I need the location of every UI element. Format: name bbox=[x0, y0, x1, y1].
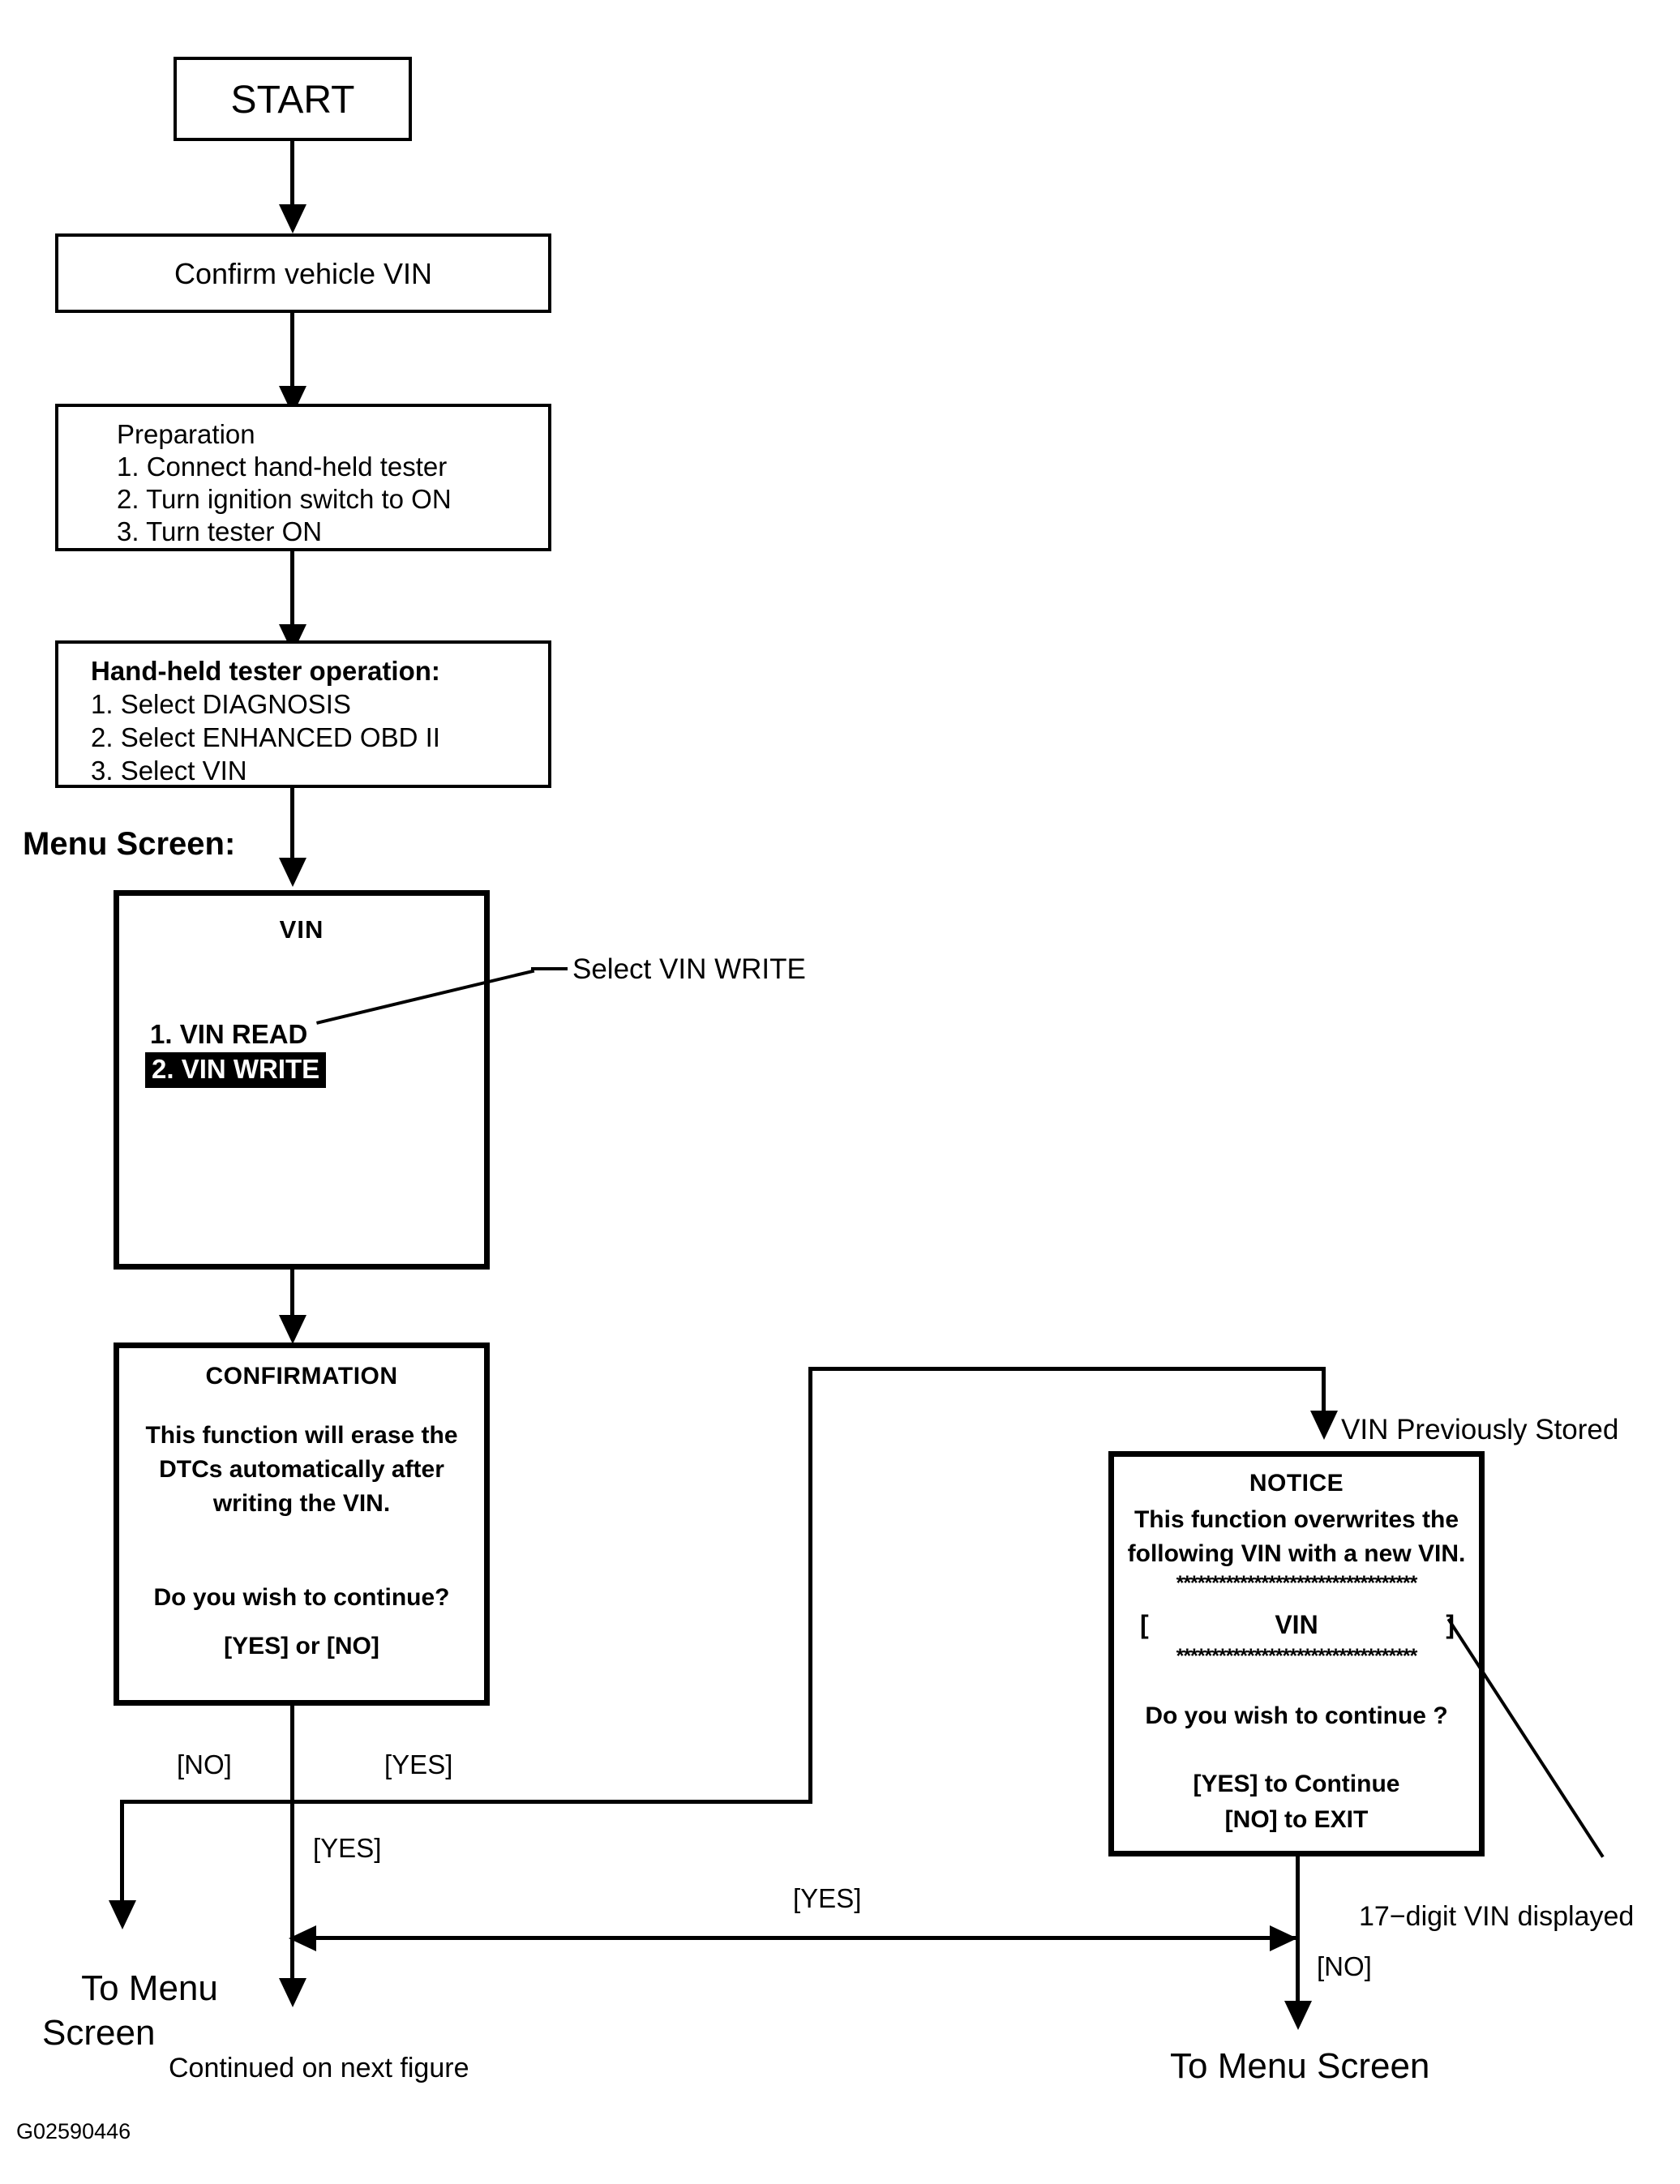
node-notice-screen: NOTICE This function overwrites the foll… bbox=[1108, 1451, 1485, 1856]
arrow-down-icon bbox=[1310, 1411, 1338, 1440]
callout-leader-select-vin-write-horizontal bbox=[531, 967, 568, 970]
notice-body-line-1: This function overwrites the bbox=[1134, 1506, 1459, 1533]
node-confirm-vin: Confirm vehicle VIN bbox=[55, 233, 551, 313]
arrow-right-icon bbox=[1270, 1925, 1297, 1951]
menu-item-vin-read[interactable]: 1. VIN READ bbox=[150, 1019, 308, 1049]
figure-id: G02590446 bbox=[16, 2119, 131, 2143]
preparation-step-2: 2. Turn ignition switch to ON bbox=[117, 484, 452, 514]
notice-title: NOTICE bbox=[1249, 1470, 1344, 1497]
callout-vin-previously-stored: VIN Previously Stored bbox=[1341, 1414, 1619, 1445]
preparation-step-3: 3. Turn tester ON bbox=[117, 516, 323, 546]
node-menu-screen: VIN 1. VIN READ 2. VIN WRITE bbox=[114, 890, 490, 1270]
arrow-down-icon bbox=[279, 204, 306, 233]
tester-operation-step-3: 3. Select VIN bbox=[91, 756, 247, 786]
confirmation-answer-hint: [YES] or [NO] bbox=[224, 1633, 379, 1659]
arrow-down-icon bbox=[279, 1315, 306, 1344]
notice-rule-top: ********************************** bbox=[1176, 1572, 1418, 1595]
edge-yes-riser bbox=[808, 1367, 812, 1801]
edge-menu-to-confirmation bbox=[290, 1270, 294, 1320]
terminal-continued: Continued on next figure bbox=[169, 2053, 469, 2083]
edge-notice-yes-return bbox=[311, 1936, 1299, 1940]
edge-no-drop bbox=[120, 1800, 124, 1912]
tester-operation-step-1: 1. Select DIAGNOSIS bbox=[91, 689, 351, 719]
edge-confirm-to-prep bbox=[290, 313, 294, 392]
confirmation-body-line-2: DTCs automatically after bbox=[159, 1456, 444, 1483]
notice-answer-line-1: [YES] to Continue bbox=[1193, 1771, 1400, 1797]
arrow-down-icon bbox=[1284, 2001, 1312, 2030]
edge-label-confirmation-yes-down: [YES] bbox=[313, 1833, 382, 1863]
node-preparation: Preparation 1. Connect hand-held tester … bbox=[55, 404, 551, 551]
edge-label-notice-no: [NO] bbox=[1317, 1951, 1372, 1981]
node-tester-operation: Hand-held tester operation: 1. Select DI… bbox=[55, 640, 551, 788]
callout-select-vin-write: Select VIN WRITE bbox=[572, 953, 806, 985]
confirmation-question: Do you wish to continue? bbox=[153, 1584, 450, 1611]
tester-operation-heading: Hand-held tester operation: bbox=[91, 656, 440, 686]
edge-prep-to-tester bbox=[290, 551, 294, 631]
notice-vin-row-center: VIN bbox=[1275, 1610, 1318, 1639]
preparation-heading: Preparation bbox=[117, 419, 255, 449]
notice-body-line-2: following VIN with a new VIN. bbox=[1127, 1540, 1466, 1567]
edge-yes-horizontal-bus bbox=[120, 1800, 812, 1804]
edge-confirmation-stem bbox=[290, 1706, 294, 1989]
edge-label-notice-yes: [YES] bbox=[793, 1883, 862, 1913]
confirmation-body-line-1: This function will erase the bbox=[145, 1422, 458, 1449]
arrow-down-icon bbox=[109, 1900, 136, 1929]
tester-operation-step-2: 2. Select ENHANCED OBD II bbox=[91, 722, 440, 752]
edge-label-confirmation-no: [NO] bbox=[177, 1749, 232, 1779]
notice-rule-bottom: ********************************** bbox=[1176, 1645, 1418, 1668]
menu-screen-title: VIN bbox=[279, 915, 324, 944]
edge-yes-top-run bbox=[808, 1367, 1326, 1371]
arrow-down-icon bbox=[279, 858, 306, 887]
node-confirm-vin-label: Confirm vehicle VIN bbox=[174, 257, 433, 290]
node-confirmation-screen: CONFIRMATION This function will erase th… bbox=[114, 1343, 490, 1706]
terminal-to-menu-screen-right: To Menu Screen bbox=[1170, 2046, 1430, 2086]
callout-17-digit-vin: 17−digit VIN displayed bbox=[1359, 1901, 1635, 1932]
edge-tester-to-menu bbox=[290, 788, 294, 863]
confirmation-title: CONFIRMATION bbox=[205, 1363, 398, 1390]
notice-vin-row-left-bracket: [ bbox=[1140, 1610, 1149, 1639]
edge-label-confirmation-yes-right: [YES] bbox=[384, 1749, 453, 1779]
arrow-left-icon bbox=[289, 1925, 316, 1951]
edge-notice-stem bbox=[1296, 1856, 1300, 2012]
edge-start-to-confirm bbox=[290, 141, 294, 211]
menu-screen-section-label: Menu Screen: bbox=[23, 826, 236, 862]
preparation-step-1: 1. Connect hand-held tester bbox=[117, 452, 448, 482]
node-start: START bbox=[174, 57, 412, 141]
notice-question: Do you wish to continue ? bbox=[1145, 1702, 1448, 1729]
confirmation-body-line-3: writing the VIN. bbox=[212, 1490, 391, 1517]
edge-yes-drop-to-notice bbox=[1322, 1367, 1326, 1422]
node-start-label: START bbox=[230, 79, 355, 122]
arrow-down-icon bbox=[279, 1978, 306, 2007]
notice-answer-line-2: [NO] to EXIT bbox=[1224, 1806, 1369, 1833]
menu-item-vin-write[interactable]: 2. VIN WRITE bbox=[145, 1052, 327, 1088]
